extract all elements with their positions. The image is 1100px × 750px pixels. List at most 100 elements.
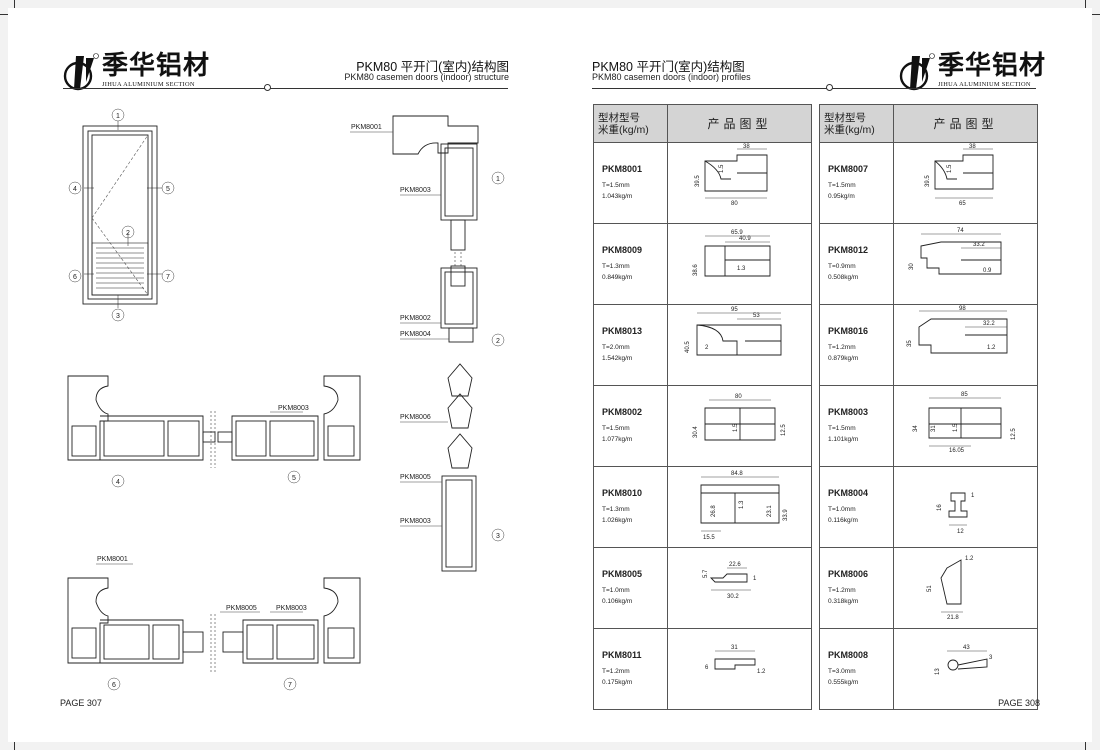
profile-code: PKM8001 <box>602 164 643 174</box>
profile-info: PKM8011 T=1.2mm 0.175kg/m <box>593 628 668 710</box>
profile-thickness: T=1.3mm <box>602 506 630 513</box>
profile-thickness: T=1.0mm <box>602 587 630 594</box>
header-rule <box>63 88 508 89</box>
svg-text:7: 7 <box>288 682 292 689</box>
profile-info: PKM8008 T=3.0mm 0.555kg/m <box>819 628 894 710</box>
crop-mark <box>0 14 14 15</box>
svg-text:22.6: 22.6 <box>729 562 741 568</box>
profile-weight: 0.879kg/m <box>828 355 859 362</box>
profile-thickness: T=1.2mm <box>828 587 856 594</box>
profile-thickness: T=2.0mm <box>602 344 630 351</box>
svg-text:39.5: 39.5 <box>695 175 701 187</box>
svg-text:1.5: 1.5 <box>947 164 953 173</box>
svg-text:1: 1 <box>496 176 500 183</box>
right-page: PKM80 平开门(室内)结构图 PKM80 casemen doors (in… <box>548 8 1092 742</box>
profile-thickness: T=1.2mm <box>602 668 630 675</box>
profile-weight: 0.116kg/m <box>828 517 858 524</box>
profile-info: PKM8006 T=1.2mm 0.318kg/m <box>819 547 894 629</box>
brand-logo: 季华铝材 JIHUA ALUMINIUM SECTION <box>896 52 1046 92</box>
profile-weight: 0.849kg/m <box>602 274 633 281</box>
profile-info: PKM8009 T=1.3mm 0.849kg/m <box>593 223 668 305</box>
crop-mark <box>1085 736 1086 750</box>
svg-text:PKM8005: PKM8005 <box>400 474 431 481</box>
svg-text:5.7: 5.7 <box>703 569 709 578</box>
brand-name: 季华铝材 <box>102 51 211 81</box>
svg-text:PKM8003: PKM8003 <box>278 405 309 412</box>
svg-text:2: 2 <box>126 230 130 237</box>
profile-info: PKM8002 T=1.5mm 1.077kg/m <box>593 385 668 467</box>
svg-text:1.3: 1.3 <box>739 500 745 509</box>
horizontal-section-6-7: PKM8001 PKM8005 PKM8003 6 7 <box>67 556 361 691</box>
profile-info: PKM8005 T=1.0mm 0.106kg/m <box>593 547 668 629</box>
svg-text:1.5: 1.5 <box>953 423 959 432</box>
svg-text:43: 43 <box>963 645 970 651</box>
structure-drawing: 1 4 5 2 6 7 3 PKM8003 4 5 <box>67 108 505 691</box>
page-subtitle: PKM80 casemen doors (indoor) structure <box>344 72 509 82</box>
page-number: PAGE 308 <box>998 698 1040 708</box>
profiles-table: 型材型号米重(kg/m) 产品图型 型材型号米重(kg/m) 产品图型 PKM8… <box>593 104 1038 710</box>
crop-mark <box>1086 14 1100 15</box>
profile-info: PKM8004 T=1.0mm 0.116kg/m <box>819 466 894 548</box>
svg-text:13: 13 <box>935 668 941 675</box>
profile-weight: 0.95kg/m <box>828 193 855 200</box>
svg-text:98: 98 <box>959 306 966 312</box>
rule-dot <box>264 84 271 91</box>
page-number: PAGE 307 <box>60 698 102 708</box>
profile-thickness: T=3.0mm <box>828 668 856 675</box>
svg-text:95: 95 <box>731 307 738 313</box>
svg-text:4: 4 <box>116 479 120 486</box>
profile-code: PKM8004 <box>828 488 869 498</box>
crop-mark <box>14 736 15 750</box>
profile-info: PKM8001 T=1.5mm 1.043kg/m <box>593 142 668 224</box>
svg-text:5: 5 <box>166 186 170 193</box>
svg-text:12.5: 12.5 <box>1011 428 1017 440</box>
svg-text:74: 74 <box>957 228 964 234</box>
svg-text:80: 80 <box>731 201 738 207</box>
svg-text:1.2: 1.2 <box>987 345 996 351</box>
svg-text:16.05: 16.05 <box>949 448 965 454</box>
profile-weight: 1.043kg/m <box>602 193 633 200</box>
profile-info: PKM8007 T=1.5mm 0.95kg/m <box>819 142 894 224</box>
profile-weight: 1.077kg/m <box>602 436 633 443</box>
profile-thickness: T=1.5mm <box>828 182 856 189</box>
profile-info: PKM8013 T=2.0mm 1.542kg/m <box>593 304 668 386</box>
svg-text:40.9: 40.9 <box>739 236 751 242</box>
col-header-type: 型材型号米重(kg/m) <box>593 104 668 143</box>
brand-logo: 季华铝材 JIHUA ALUMINIUM SECTION <box>60 52 210 92</box>
jihua-logo-icon <box>899 53 935 91</box>
svg-text:PKM8005: PKM8005 <box>226 605 257 612</box>
svg-text:5: 5 <box>292 475 296 482</box>
svg-text:84.8: 84.8 <box>731 471 743 477</box>
svg-text:0.9: 0.9 <box>983 268 992 274</box>
svg-text:1.2: 1.2 <box>757 669 766 675</box>
svg-text:3: 3 <box>496 533 500 540</box>
svg-text:6: 6 <box>705 665 709 671</box>
svg-text:1.5: 1.5 <box>733 423 739 432</box>
profile-code: PKM8003 <box>828 407 869 417</box>
page-title: PKM80 平开门(室内)结构图 <box>356 60 509 74</box>
profile-thickness: T=1.2mm <box>828 344 856 351</box>
svg-text:33.9: 33.9 <box>783 509 789 521</box>
svg-text:16: 16 <box>937 504 943 511</box>
